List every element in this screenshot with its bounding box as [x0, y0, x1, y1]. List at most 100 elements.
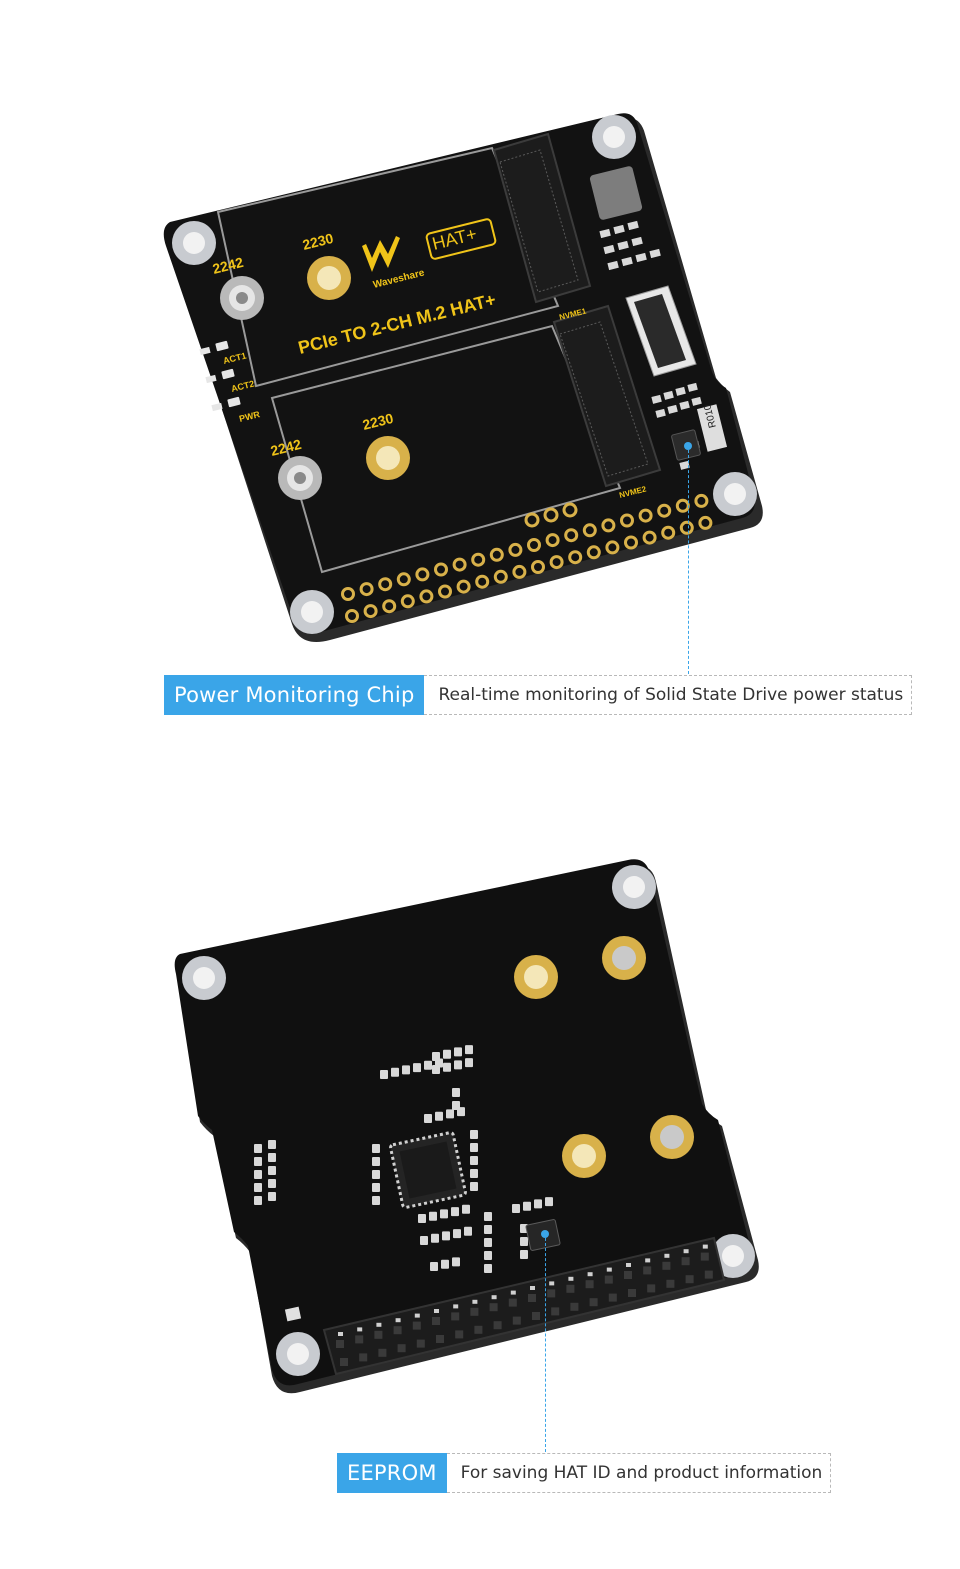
gpio-pin	[608, 1293, 617, 1302]
gpio-solder-joint	[338, 1332, 343, 1336]
gpio-pin	[604, 1275, 613, 1284]
gpio-pin	[359, 1353, 368, 1362]
gpio-pin	[547, 1289, 556, 1298]
gpio-pad	[359, 582, 374, 597]
gpio-pad	[568, 550, 583, 565]
gpio-pad	[471, 552, 486, 567]
gpio-pad	[434, 562, 448, 577]
top-pcb	[163, 113, 755, 632]
eeprom-marker	[541, 1230, 549, 1238]
gpio-pad	[415, 567, 430, 582]
smd-component	[545, 1197, 553, 1207]
gpio-pin	[508, 1298, 517, 1307]
power-monitor-marker	[684, 442, 692, 450]
gpio-pin	[393, 1326, 402, 1335]
mount-pad-2230-top	[307, 256, 351, 300]
smd-component	[413, 1063, 421, 1073]
smd-component	[484, 1264, 492, 1273]
power-monitor-leader-line	[688, 450, 689, 674]
gpio-pin	[397, 1344, 406, 1353]
gpio-pin	[643, 1266, 652, 1275]
label-2242-bottom: 2242	[269, 436, 303, 459]
gpio-solder-joint	[702, 1244, 708, 1249]
gpio-pad	[382, 599, 397, 614]
mount-pad	[514, 955, 558, 999]
label-2242-top: 2242	[211, 254, 245, 277]
smd-component	[424, 1114, 432, 1123]
smd-component	[484, 1238, 492, 1247]
gpio-solder-joint	[587, 1272, 593, 1277]
gpio-pin	[681, 1257, 690, 1266]
smd-component	[268, 1166, 276, 1175]
gpio-pin	[489, 1303, 498, 1312]
standoff-2242-top	[220, 276, 264, 320]
gpio-solder-joint	[453, 1304, 459, 1309]
smd-component	[372, 1144, 380, 1153]
gpio-pin	[512, 1316, 521, 1325]
waveshare-logo-icon	[362, 236, 400, 272]
smd-components	[254, 1045, 553, 1273]
smd-component	[452, 1257, 460, 1267]
smd-component	[484, 1212, 492, 1221]
smd-component	[443, 1049, 451, 1059]
smd-component	[391, 1067, 399, 1077]
gpio-pad	[475, 574, 490, 589]
smd-component	[254, 1144, 262, 1153]
gpio-pin	[585, 1280, 594, 1289]
mounting-hole	[172, 221, 216, 265]
gpio-solder-joint	[414, 1313, 420, 1318]
gpio-pad	[657, 503, 672, 518]
smd-component	[424, 1060, 432, 1070]
gpio-pad	[638, 508, 653, 523]
smd-component	[268, 1153, 276, 1162]
smd-component	[254, 1157, 262, 1166]
m2-connector-1	[492, 132, 592, 304]
smd-component	[380, 1070, 388, 1079]
gpio-pin	[432, 1317, 440, 1325]
gpio-pad	[545, 533, 560, 548]
smd-component	[454, 1060, 462, 1070]
gpio-pin	[451, 1312, 460, 1321]
gpio-pin	[455, 1330, 464, 1339]
gpio-pad	[527, 538, 541, 552]
mount-pad	[562, 1134, 606, 1178]
smd-component	[254, 1196, 262, 1205]
gpio-pad	[642, 530, 657, 545]
label-2230-bottom: 2230	[361, 410, 395, 433]
gpio-pin	[470, 1307, 479, 1316]
smd-component	[484, 1225, 492, 1234]
smd-component	[442, 1231, 450, 1241]
gpio-solder-joint	[664, 1253, 670, 1258]
smd-component	[484, 1251, 492, 1260]
smd-component	[452, 1088, 460, 1097]
smd-component	[470, 1130, 478, 1139]
gpio-pin	[493, 1321, 502, 1330]
gpio-pins	[336, 1244, 713, 1366]
smd-component	[465, 1045, 473, 1055]
callout-title: EEPROM	[337, 1453, 447, 1493]
gpio-pin	[528, 1294, 536, 1302]
gpio-solder-joint	[626, 1263, 631, 1267]
smd-component	[372, 1170, 380, 1179]
gpio-pad	[438, 584, 452, 599]
gpio-solder-joint	[530, 1286, 535, 1290]
gpio-solder-joint	[434, 1309, 439, 1313]
gpio-pad	[698, 515, 713, 530]
gpio-pin	[685, 1275, 694, 1284]
gpio-solder-joint	[472, 1299, 478, 1304]
gpio-pin	[589, 1298, 598, 1307]
gpio-pin	[704, 1270, 713, 1279]
bottom-pcb	[174, 859, 753, 1386]
gpio-pin	[662, 1261, 671, 1270]
gpio-pin	[416, 1339, 425, 1348]
gpio-pad	[620, 513, 634, 528]
smd-component	[534, 1199, 542, 1209]
inductor	[589, 166, 643, 220]
standoff-2242-bottom	[278, 456, 322, 500]
smd-component	[268, 1140, 276, 1149]
gpio-pin	[666, 1279, 675, 1288]
smd-component	[470, 1143, 478, 1152]
smd-component	[451, 1207, 459, 1217]
smd-component	[520, 1250, 528, 1259]
